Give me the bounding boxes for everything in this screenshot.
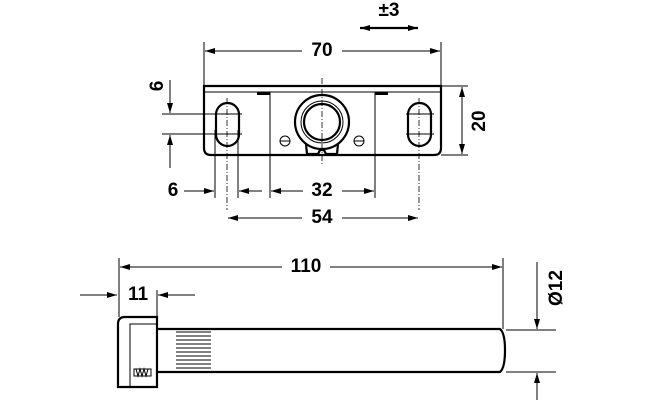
cap-length-label: 11	[128, 284, 149, 305]
plate-width-label: 70	[311, 40, 332, 61]
pin-side-view	[116, 315, 507, 389]
center-width-label: 32	[311, 180, 332, 201]
tolerance-label: ±3	[379, 0, 400, 21]
hole-spacing-label: 54	[311, 207, 333, 228]
plate-height-label: 20	[469, 110, 490, 131]
right-slot	[406, 101, 433, 148]
knurl	[176, 331, 211, 369]
slot-length-label: 6	[147, 81, 168, 92]
pin-length-label: 110	[291, 256, 322, 277]
plate-top-view	[202, 78, 443, 210]
left-slot	[214, 101, 241, 148]
slot-width-label: 6	[168, 180, 179, 201]
pin-diameter-label: Ø12	[546, 270, 567, 306]
